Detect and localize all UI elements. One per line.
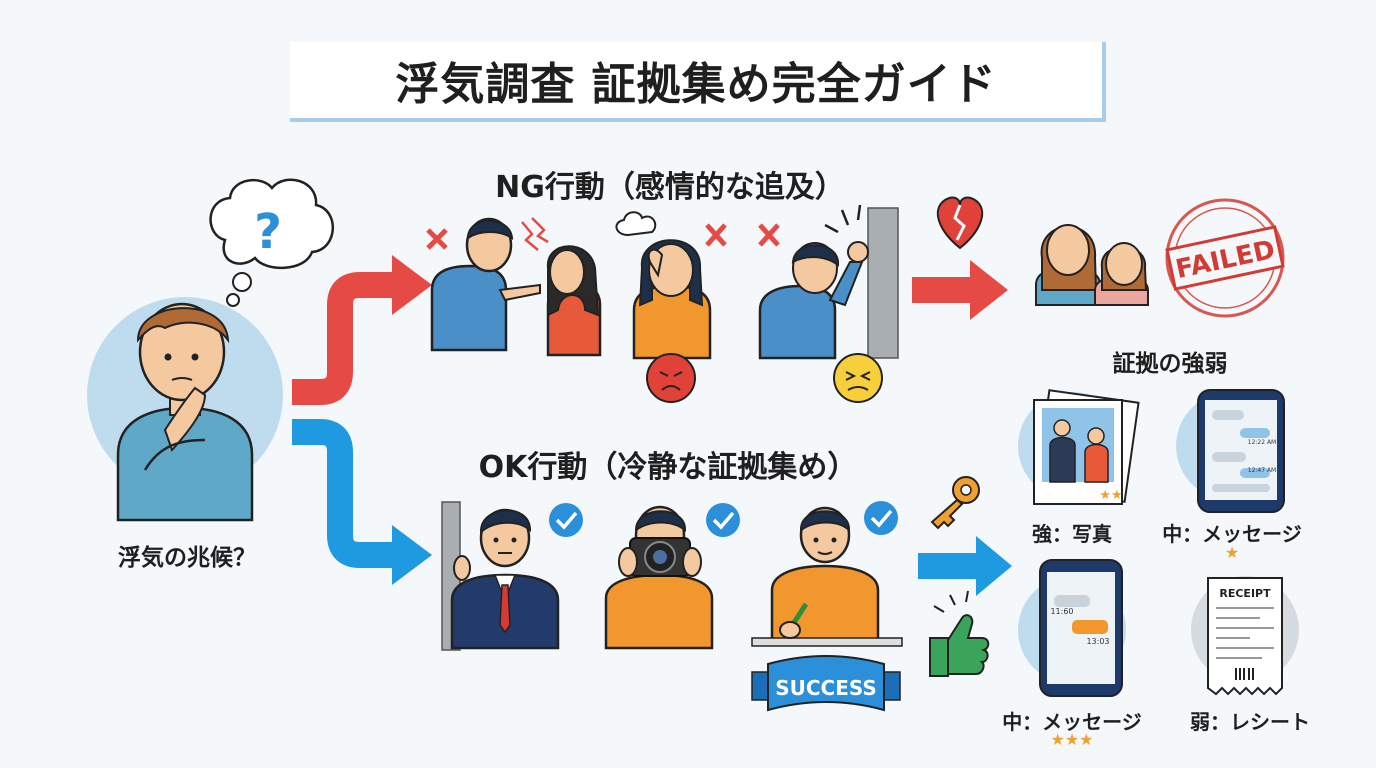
chat-phone-icon [1176, 389, 1285, 513]
evidence-chat-stars: ★ [1224, 543, 1240, 562]
start-label: 浮気の兆候？ [118, 545, 256, 571]
phone-time-1: 11:60 [1050, 607, 1073, 616]
angry-man-wall-icon [758, 204, 899, 403]
photographer-icon [604, 505, 714, 650]
broken-heart-icon [936, 196, 984, 250]
worried-man-icon [87, 297, 283, 522]
key-icon [930, 476, 980, 530]
evidence-photo-label: 強：写真 [1032, 522, 1112, 546]
question-mark-icon: ? [254, 204, 282, 260]
red-path-arrow-icon [292, 255, 432, 405]
evidence-receipt-label: 弱：レシート [1190, 710, 1310, 734]
evidence-chat-label: 中：メッセージ [1162, 522, 1302, 546]
blue-result-arrow-icon [918, 536, 1012, 596]
message-phone-icon [1018, 559, 1126, 697]
ok-section-title: OK行動（冷静な証拠集め） [478, 450, 858, 485]
check-badge-icon [549, 503, 583, 537]
evidence-title: 証拠の強弱 [1112, 351, 1228, 377]
evidence-message-label: 中：メッセージ [1002, 710, 1142, 734]
success-banner-text: SUCCESS [775, 676, 877, 700]
check-badge-icon [864, 501, 898, 535]
thumbs-up-icon [929, 590, 990, 677]
phone-time-2: 13:03 [1086, 637, 1109, 646]
failed-stamp-icon: FAILED [1165, 198, 1285, 318]
receipt-title: RECEIPT [1219, 587, 1271, 600]
check-badge-icon [706, 503, 740, 537]
thought-bubble-icon [209, 178, 334, 307]
note-taking-man-icon [751, 506, 903, 647]
chat-time-2: 12:47 AM [1248, 467, 1276, 474]
businessman-icon [441, 501, 560, 651]
arguing-couple-icon [426, 217, 602, 357]
distressed-woman-icon [615, 211, 727, 403]
page-title-box: 浮気調査 証拠集め完全ガイド [290, 42, 1106, 122]
ng-section-title: NG行動（感情的な追及） [495, 170, 845, 205]
receipt-icon [1191, 576, 1299, 696]
chat-time-1: 12:22 AM [1248, 439, 1276, 446]
red-result-arrow-icon [912, 260, 1008, 320]
photo-evidence-icon [1018, 389, 1140, 505]
photo-stars: ★★ [1099, 488, 1122, 503]
evidence-message-stars: ★★★ [1050, 730, 1094, 749]
page-title: 浮気調査 証拠集め完全ガイド [395, 59, 997, 110]
success-ribbon-icon: SUCCESS [751, 655, 901, 712]
sad-women-icon [1035, 224, 1149, 306]
blue-path-arrow-icon [292, 419, 432, 585]
